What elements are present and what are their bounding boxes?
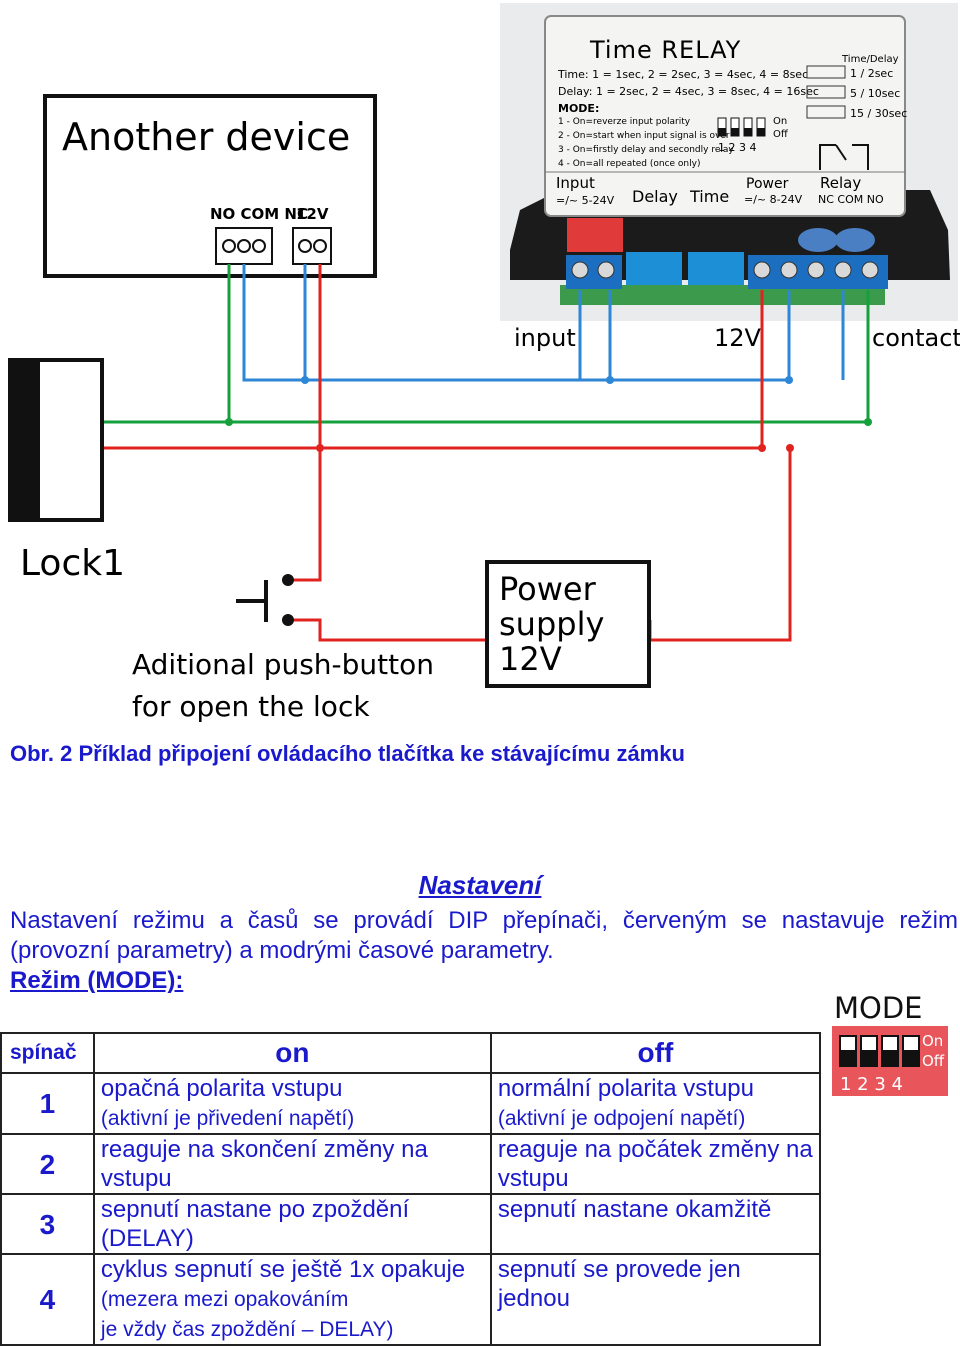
device-power-terminals-label: 12V [296,205,329,223]
relay-relay-terminal-label: Relay [820,174,861,192]
relay-contact-wire-label: contact [872,324,960,352]
power-supply-line3: 12V [499,640,562,678]
mode-badge-on: On [922,1032,943,1050]
table-row: 1 opačná polarita vstupu (aktivní je přiv… [0,1072,822,1135]
mode-badge: MODE On Off 1 2 3 4 [832,992,948,1096]
cell-on: opačná polarita vstupu (aktivní je přived… [92,1072,492,1135]
relay-input-range: =/~ 5-24V [556,194,615,207]
relay-time-terminal-label: Time [689,187,729,206]
relay-time-line: Time: 1 = 1sec, 2 = 2sec, 3 = 4sec, 4 = … [557,68,808,81]
cell-off: sepnutí se provede jen jednou [489,1253,822,1346]
mode-label: Režim (MODE): [10,967,184,994]
relay-power-terminal-label: Power [746,176,789,192]
relay-mode-line-4: 4 - On=all repeated (once only) [558,159,700,169]
another-device: Another device NO COM NC 12V [43,94,377,278]
relay-contact-symbol-icon [819,144,869,170]
relay-mode-header: MODE: [558,102,599,115]
cell-on-main: opačná polarita vstupu [100,1075,343,1102]
cell-on-tail: je vždy čas zpoždění – DELAY) [100,1318,394,1341]
relay-mode-line-1: 1 - On=reverze input polarity [558,117,691,127]
header-on: on [92,1032,492,1074]
cell-on-main: reaguje na skončení změny na vstupu [100,1136,428,1192]
table-row: 3 sepnutí nastane po zpoždění (DELAY) se… [0,1193,822,1255]
relay-range-2: 5 / 10sec [850,87,900,100]
cell-off: normální polarita vstupu (aktivní je odpo… [489,1072,822,1135]
relay-range-3: 15 / 30sec [850,107,907,120]
relay-mode-line-3: 3 - On=firstly delay and secondly relay [558,145,734,155]
relay-dip-off-label: Off [773,129,789,140]
lock-label: Lock1 [20,543,125,584]
wiring-diagram: Another device NO COM NC 12V Time RELAY … [8,3,960,723]
cell-on: sepnutí nastane po zpoždění (DELAY) [92,1193,492,1255]
settings-paragraph: Nastavení režimu a časů se provádí DIP p… [10,907,958,964]
mode-badge-off: Off [922,1052,945,1070]
relay-relay-terminal-pins: NC COM NO [818,193,884,206]
device-title: Another device [62,115,350,159]
relay-title: Time RELAY [589,36,741,64]
relay-input-wire-label: input [514,324,576,352]
relay-12v-wire-label: 12V [714,324,762,352]
figure-caption: Obr. 2 Příklad připojení ovládacího tlač… [10,741,685,766]
relay-dip-numbers: 1 2 3 4 [718,141,756,154]
table-header-row: spínač on off [0,1032,822,1074]
row-number: 4 [0,1253,95,1346]
cell-off-main: sepnutí se provede jen jednou [497,1256,741,1312]
cell-on-main: sepnutí nastane po zpoždění (DELAY) [100,1196,410,1252]
pushbutton-label-line1: Aditional push-button [132,648,434,681]
relay-input-label: Input [556,174,595,192]
pushbutton-label-line2: for open the lock [132,690,370,723]
cell-on-sub: (mezera mezi opakováním [100,1288,349,1311]
relay-mode-dip-icon [717,117,766,137]
cell-off-main: sepnutí nastane okamžitě [497,1196,772,1223]
relay-delay-terminal-label: Delay [632,187,678,206]
power-supply-line1: Power [499,570,597,608]
device-contact-terminal-block [215,227,273,265]
section-title: Nastavení [418,870,542,900]
cell-off: reaguje na počátek změny na vstupu [489,1133,822,1195]
mode-table: spínač on off 1 opačná polarita vstupu (a… [0,1032,822,1346]
blue-wire [242,264,307,382]
device-contact-terminals-label: NO COM NC [210,205,308,223]
pushbutton-symbol-icon [236,574,294,626]
power-supply-line2: supply [499,605,604,643]
mode-badge-numbers: 1 2 3 4 [840,1074,903,1095]
power-supply: Power supply 12V [485,560,651,688]
relay-power-terminal-range: =/~ 8-24V [744,193,803,206]
cell-off-main: reaguje na počátek změny na vstupu [497,1136,813,1192]
relay-time-delay-header: Time/Delay [841,54,899,65]
cell-on: cyklus sepnutí se ještě 1x opakuje (meze… [92,1253,492,1346]
row-number: 1 [0,1072,95,1135]
cell-off: sepnutí nastane okamžitě [489,1193,822,1255]
relay-red-dip-switch [567,218,623,252]
header-switch: spínač [0,1032,95,1074]
relay-range-1: 1 / 2sec [850,67,893,80]
header-off: off [489,1032,822,1074]
row-number: 2 [0,1133,95,1195]
cell-off-main: normální polarita vstupu [497,1075,754,1102]
cell-on-sub: (aktivní je přivedení napětí) [100,1107,355,1130]
lock-icon [8,358,104,522]
relay-delay-line: Delay: 1 = 2sec, 2 = 4sec, 3 = 8sec, 4 =… [558,85,819,98]
table-row: 2 reaguje na skončení změny na vstupu re… [0,1133,822,1195]
relay-mode-line-2: 2 - On=start when input signal is over [558,131,730,141]
cell-off-sub: (aktivní je odpojení napětí) [497,1107,746,1130]
time-relay-module: Time RELAY Time/Delay Time: 1 = 1sec, 2 … [500,3,958,321]
relay-dip-on-label: On [773,116,787,127]
cell-on: reaguje na skončení změny na vstupu [92,1133,492,1195]
row-number: 3 [0,1193,95,1255]
table-row: 4 cyklus sepnutí se ještě 1x opakuje (me… [0,1253,822,1346]
cell-on-main: cyklus sepnutí se ještě 1x opakuje [100,1256,466,1283]
mode-badge-title: MODE [834,992,923,1025]
